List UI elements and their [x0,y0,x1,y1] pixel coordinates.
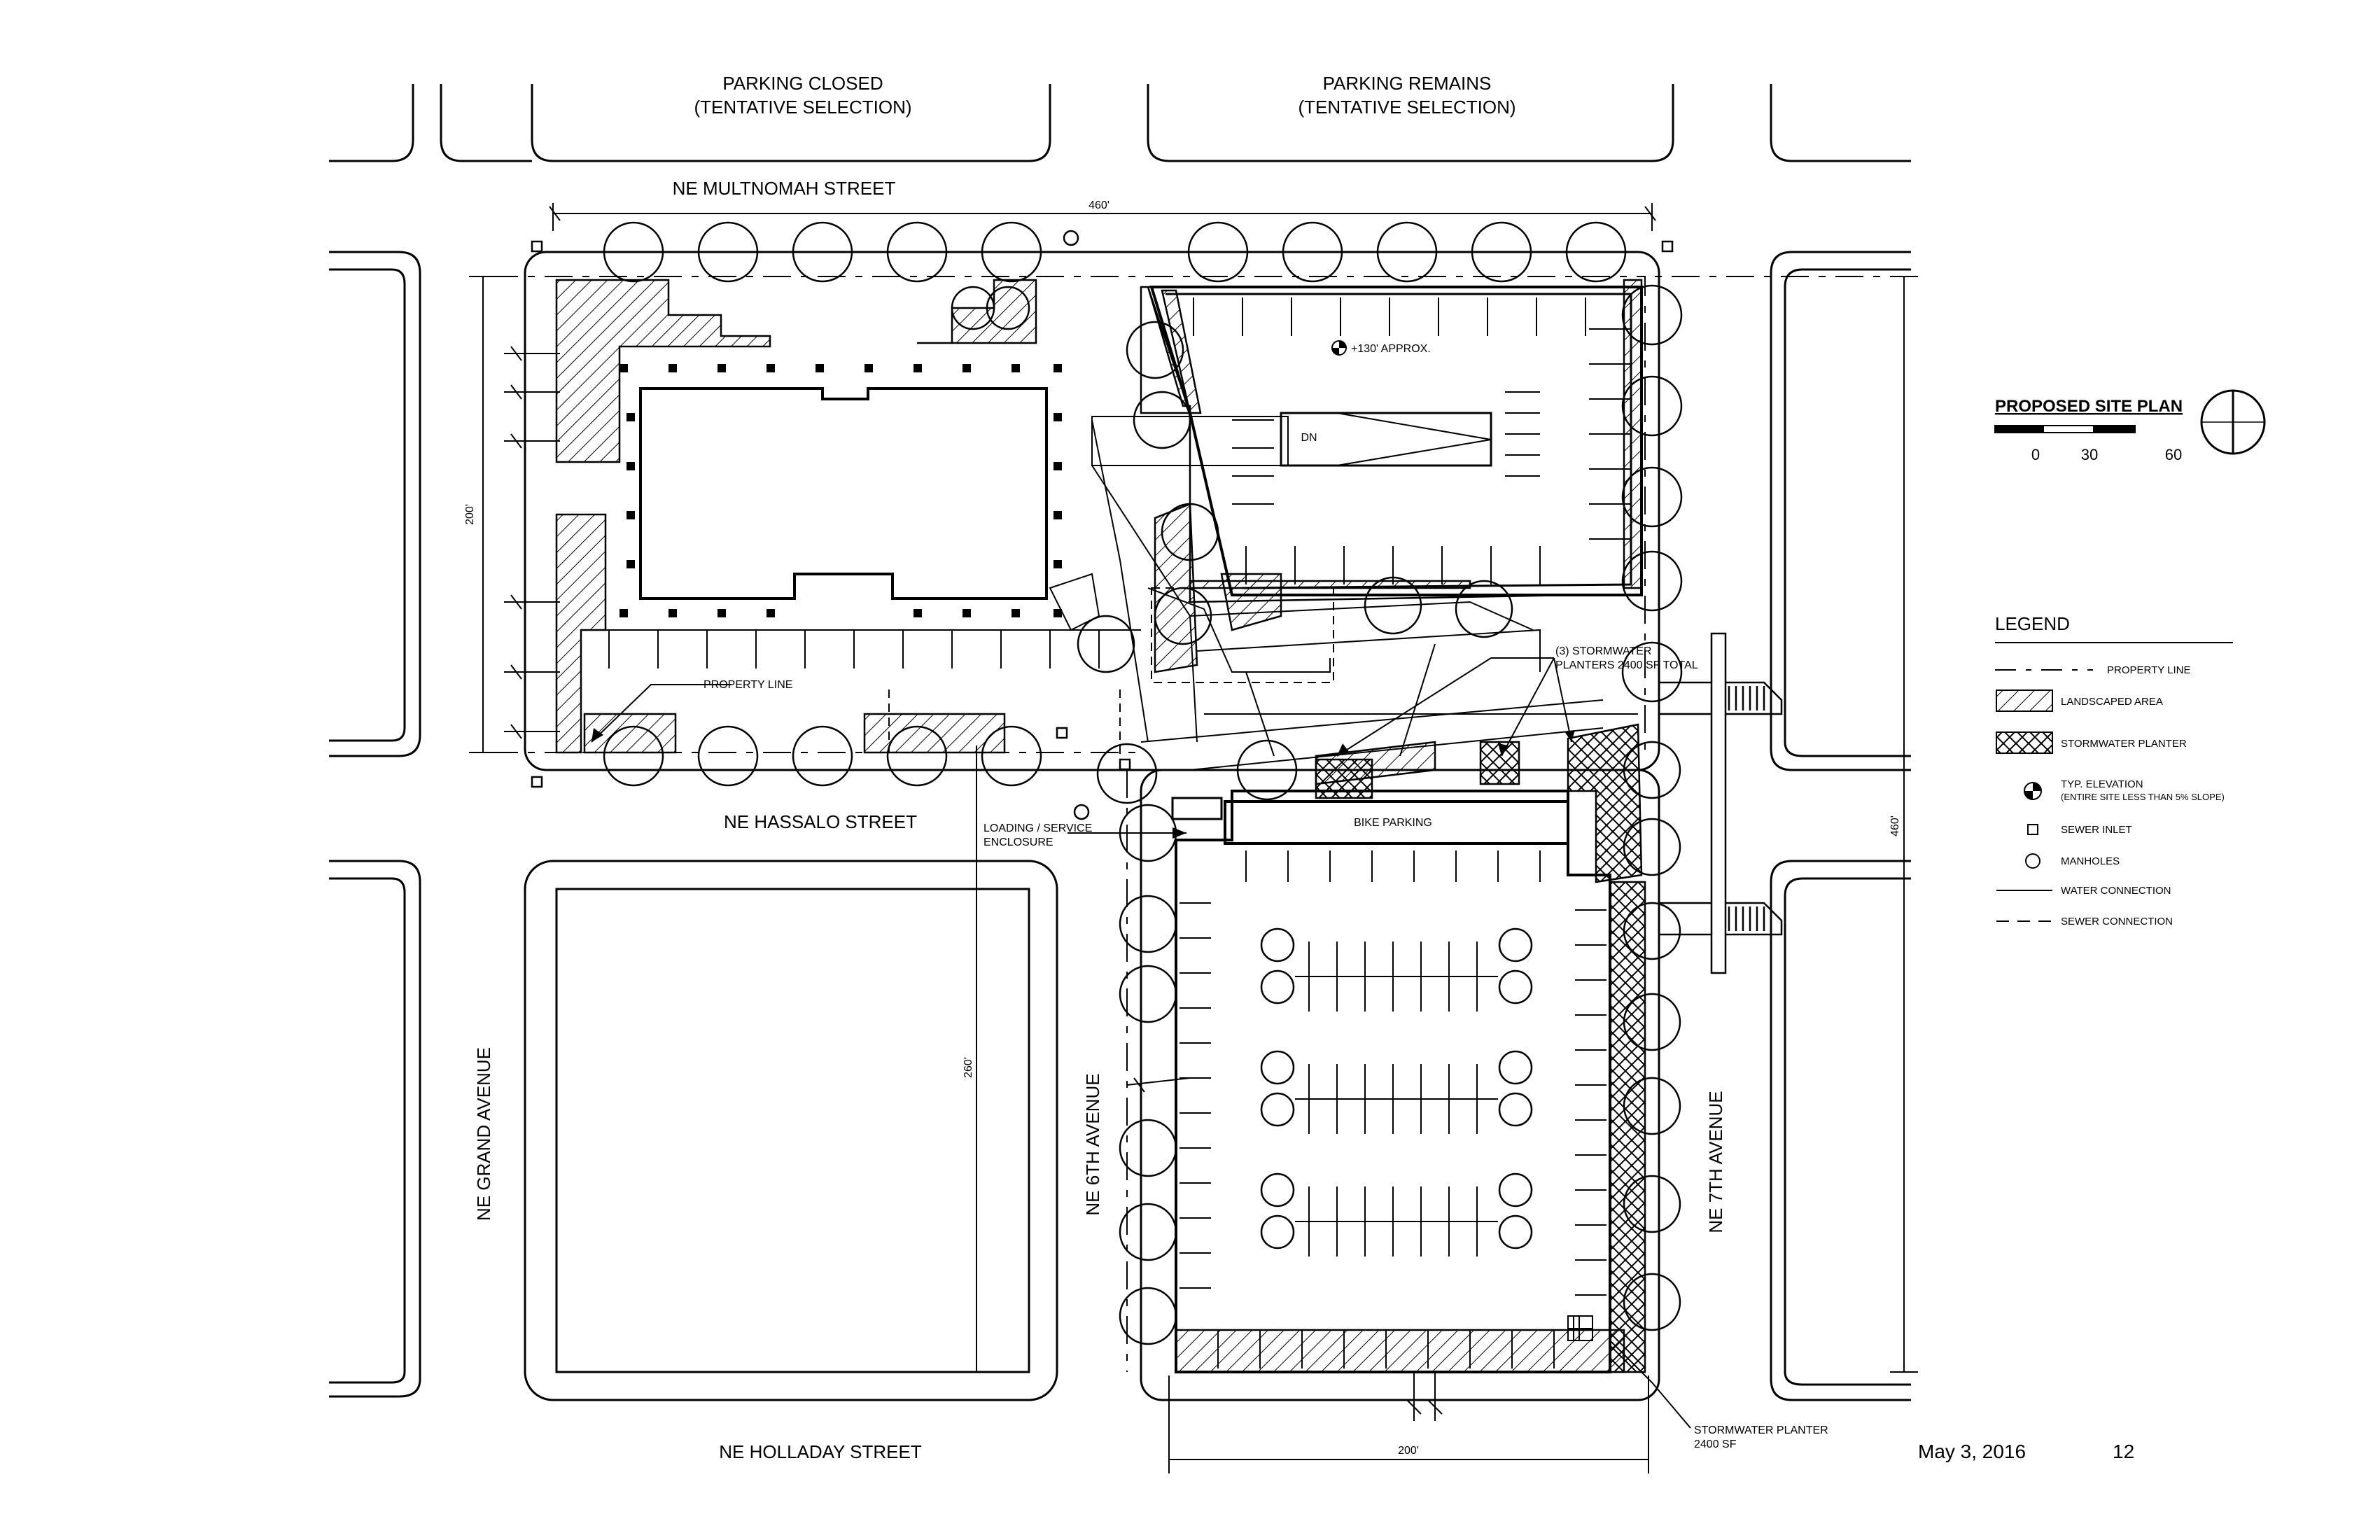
dimension-right-height: 460' [1889,816,1901,836]
leader-lines [591,657,1691,1429]
street-multnomah-label: NE MULTNOMAH STREET [673,178,896,199]
bike-parking-label: BIKE PARKING [1354,817,1432,829]
legend-item-elevation-note: (ENTIRE SITE LESS THAN 5% SLOPE) [2061,792,2225,802]
legend-item-planter: STORMWATER PLANTER [2061,738,2187,750]
stormwater-planter-callout: STORMWATER PLANTER [1694,1424,1828,1436]
ramp-dn-label: DN [1301,432,1317,444]
legend-heading: LEGEND [1995,613,2070,634]
street-holladay-label: NE HOLLADAY STREET [719,1441,922,1462]
legend-sewer-inlet-icon [2027,824,2038,835]
plan-title: PROPOSED SITE PLAN [1995,397,2183,416]
dashed-outlines [888,587,1334,756]
street-7th-label: NE 7TH AVENUE [1705,1091,1726,1233]
parking-closed-sublabel: (TENTATIVE SELECTION) [694,97,911,118]
elevation-marker-icon [1331,340,1347,356]
column-markers [620,364,1062,617]
footer-page-number: 12 [2113,1441,2135,1462]
utility-markers [531,230,1674,820]
north-arrow-icon [2200,389,2266,455]
stormwater-planters-callout: (3) STORMWATER [1555,645,1651,657]
dimension-left-height: 200' [464,504,476,525]
building-footprint [620,364,1062,617]
legend-item-sewer-inlet: SEWER INLET [2061,824,2132,836]
legend-item-sewer: SEWER CONNECTION [2061,916,2173,927]
street-grand-label: NE GRAND AVENUE [473,1047,494,1221]
street-hassalo-label: NE HASSALO STREET [724,811,917,832]
loading-enclosure-callout: LOADING / SERVICE [983,822,1092,834]
east-driveway [1659,632,1783,974]
property-line-callout: PROPERTY LINE [704,679,792,691]
lower-parking-lot [1171,790,1611,1373]
stormwater-planter-callout-line2: 2400 SF [1694,1438,1737,1450]
street-trees [603,221,1683,1345]
scale-label-0: 0 [2031,446,2040,463]
north-parking-row [580,629,1141,752]
surrounding-blocks [329,84,1911,1401]
legend-item-landscaped: LANDSCAPED AREA [2061,696,2163,708]
parking-remains-label: PARKING REMAINS [1323,73,1492,94]
scale-label-60: 60 [2165,446,2182,463]
dimension-bottom-width: 200' [1398,1445,1419,1457]
legend-item-elevation: TYP. ELEVATION [2061,778,2143,790]
dimension-top-width: 460' [1088,200,1110,211]
stormwater-planters-callout-line2: PLANTERS 2400 SF TOTAL [1555,659,1698,671]
legend-planter-swatch [1996,732,2053,754]
legend-item-property-line: PROPERTY LINE [2107,664,2191,676]
parking-island-trees [1260,927,1533,1250]
parking-remains-sublabel: (TENTATIVE SELECTION) [1298,97,1516,118]
legend-elevation-icon [2024,782,2042,800]
loading-enclosure-callout-line2: ENCLOSURE [983,836,1054,848]
scale-label-30: 30 [2081,446,2098,463]
upper-right-parking [1091,286,1643,596]
property-line [490,276,1918,1372]
title-block: PROPOSED SITE PLAN 0 30 60 [1994,389,2266,463]
water-connections [504,346,1443,1421]
legend-item-manholes: MANHOLES [2061,855,2120,867]
arrowheads [592,728,1575,839]
scale-bar [1994,425,2136,433]
legend-item-water: WATER CONNECTION [2061,885,2171,897]
footer-date: May 3, 2016 [1918,1441,2026,1462]
legend: LEGEND PROPERTY LINE LANDSCAPED AREA STO… [1995,613,2233,927]
dimension-lines [469,203,1918,1474]
legend-landscaped-swatch [1996,690,2053,712]
elevation-callout: +130' APPROX. [1351,343,1431,355]
plan-labels: PARKING CLOSED (TENTATIVE SELECTION) PAR… [464,73,1901,1462]
legend-manhole-icon [2025,853,2040,869]
stormwater-planters [1315,723,1646,1373]
dimension-lower-height: 260' [962,1057,974,1078]
street-6th-label: NE 6TH AVENUE [1082,1073,1103,1215]
parking-closed-label: PARKING CLOSED [722,73,883,94]
